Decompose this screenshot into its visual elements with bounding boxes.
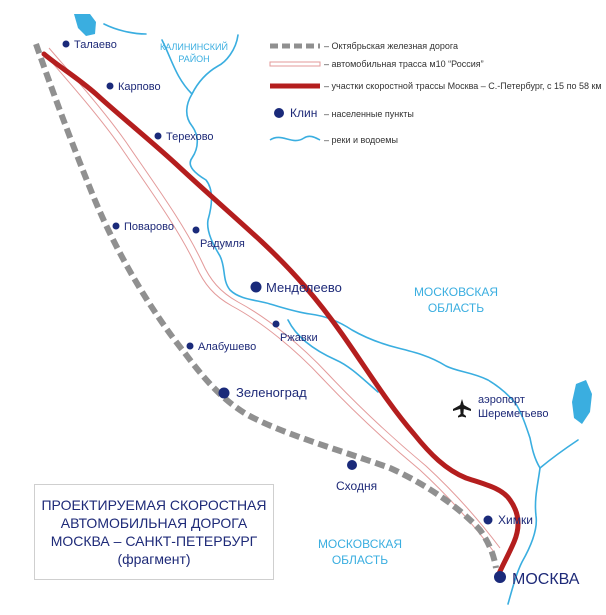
map-title-line-4: (фрагмент) bbox=[117, 551, 191, 567]
river-left-top bbox=[103, 23, 147, 35]
rivers bbox=[74, 14, 592, 605]
region-moskovskaya-1-line2: ОБЛАСТЬ bbox=[428, 301, 484, 315]
legend-settlements-label: – населенные пункты bbox=[324, 109, 414, 119]
settlement-label: Менделеево bbox=[266, 280, 342, 295]
settlements: Талаево Карпово Терехово Поварово Радумл… bbox=[62, 39, 580, 588]
legend: – Октябрьская железная дорога – автомоби… bbox=[269, 41, 602, 145]
settlement-label: Карпово bbox=[118, 81, 161, 93]
legend-highway-swatch bbox=[269, 61, 321, 67]
legend-highway: – автомобильная трасса м10 “Россия” bbox=[269, 59, 484, 69]
settlement-label: Алабушево bbox=[198, 341, 256, 353]
settlement-skhodnya[interactable]: Сходня bbox=[336, 460, 377, 493]
river-branch-east bbox=[287, 319, 379, 393]
settlement-dot bbox=[186, 342, 194, 350]
legend-expressway: – участки скоростной трассы Москва – С.-… bbox=[270, 81, 602, 91]
airplane-icon bbox=[453, 399, 471, 418]
legend-settlement-example: Клин bbox=[290, 106, 317, 120]
river-reservoir bbox=[572, 380, 592, 424]
settlement-dot bbox=[483, 515, 493, 525]
legend-expressway-label: – участки скоростной трассы Москва – С.-… bbox=[324, 81, 602, 91]
map-title-box: ПРОЕКТИРУЕМАЯ СКОРОСТНАЯ АВТОМОБИЛЬНАЯ Д… bbox=[34, 484, 274, 580]
region-moskovskaya-1-line1: МОСКОВСКАЯ bbox=[414, 285, 498, 299]
settlement-dot bbox=[192, 226, 200, 234]
settlement-moskva[interactable]: МОСКВА bbox=[494, 571, 580, 588]
settlement-dot bbox=[250, 281, 262, 293]
map-title-line-3: МОСКВА – САНКТ-ПЕТЕРБУРГ bbox=[50, 533, 258, 549]
legend-railway-label: – Октябрьская железная дорога bbox=[324, 41, 458, 51]
settlement-dot bbox=[494, 571, 506, 583]
legend-rivers-swatch bbox=[269, 135, 321, 142]
region-kalininsky-line2: РАЙОН bbox=[178, 53, 209, 64]
settlement-khimki[interactable]: Химки bbox=[483, 513, 533, 527]
settlement-karpovo[interactable]: Карпово bbox=[106, 81, 161, 93]
settlement-label: Сходня bbox=[336, 479, 377, 493]
legend-rivers: – реки и водоемы bbox=[269, 135, 398, 145]
legend-railway: – Октябрьская железная дорога bbox=[270, 41, 458, 51]
river-creek-east bbox=[539, 439, 579, 469]
settlement-label: Ржавки bbox=[280, 332, 318, 344]
settlement-label: Талаево bbox=[74, 39, 117, 51]
settlement-terekhovo[interactable]: Терехово bbox=[154, 131, 214, 143]
settlement-dot bbox=[218, 387, 230, 399]
river-lake-top bbox=[74, 14, 96, 36]
river-lower bbox=[507, 467, 541, 605]
airport-label-line1: аэропорт bbox=[478, 394, 525, 406]
settlement-talaevo[interactable]: Талаево bbox=[62, 39, 117, 51]
river-main bbox=[185, 34, 541, 469]
region-moskovskaya-2-line1: МОСКОВСКАЯ bbox=[318, 537, 402, 551]
settlement-label: Терехово bbox=[166, 131, 214, 143]
settlement-label: Радумля bbox=[200, 238, 245, 250]
expressway bbox=[41, 51, 521, 579]
settlement-label: МОСКВА bbox=[512, 571, 580, 588]
legend-rivers-label: – реки и водоемы bbox=[324, 135, 398, 145]
railway-oktyabrskaya bbox=[33, 43, 499, 569]
settlement-rzhavki[interactable]: Ржавки bbox=[272, 320, 318, 345]
legend-settlements: Клин – населенные пункты bbox=[274, 106, 414, 120]
settlement-dot bbox=[106, 82, 114, 90]
settlement-radumlya[interactable]: Радумля bbox=[192, 226, 245, 251]
settlement-dot bbox=[154, 132, 162, 140]
settlement-dot bbox=[347, 460, 357, 470]
settlement-dot bbox=[62, 40, 70, 48]
airport-label-line2: Шереметьево bbox=[478, 408, 548, 420]
river-branch-north bbox=[161, 39, 193, 95]
settlement-alabushevo[interactable]: Алабушево bbox=[186, 341, 257, 353]
settlement-label: Поварово bbox=[124, 221, 174, 233]
settlement-povarovo[interactable]: Поварово bbox=[112, 221, 174, 233]
settlement-mendeleevo[interactable]: Менделеево bbox=[250, 280, 342, 295]
region-moskovskaya-2-line2: ОБЛАСТЬ bbox=[332, 553, 388, 567]
highway-m10 bbox=[42, 47, 501, 553]
region-kalininsky-line1: КАЛИНИНСКИЙ bbox=[160, 41, 228, 52]
legend-highway-label: – автомобильная трасса м10 “Россия” bbox=[324, 59, 484, 69]
settlement-label: Зеленоград bbox=[236, 385, 307, 400]
map-title-line-1: ПРОЕКТИРУЕМАЯ СКОРОСТНАЯ bbox=[41, 497, 267, 513]
settlement-zelenograd[interactable]: Зеленоград bbox=[218, 385, 308, 400]
settlement-label: Химки bbox=[498, 513, 533, 527]
settlement-dot bbox=[112, 222, 120, 230]
legend-settlement-dot bbox=[274, 108, 284, 118]
settlement-dot bbox=[272, 320, 280, 328]
map-title-line-2: АВТОМОБИЛЬНАЯ ДОРОГА bbox=[60, 515, 248, 531]
